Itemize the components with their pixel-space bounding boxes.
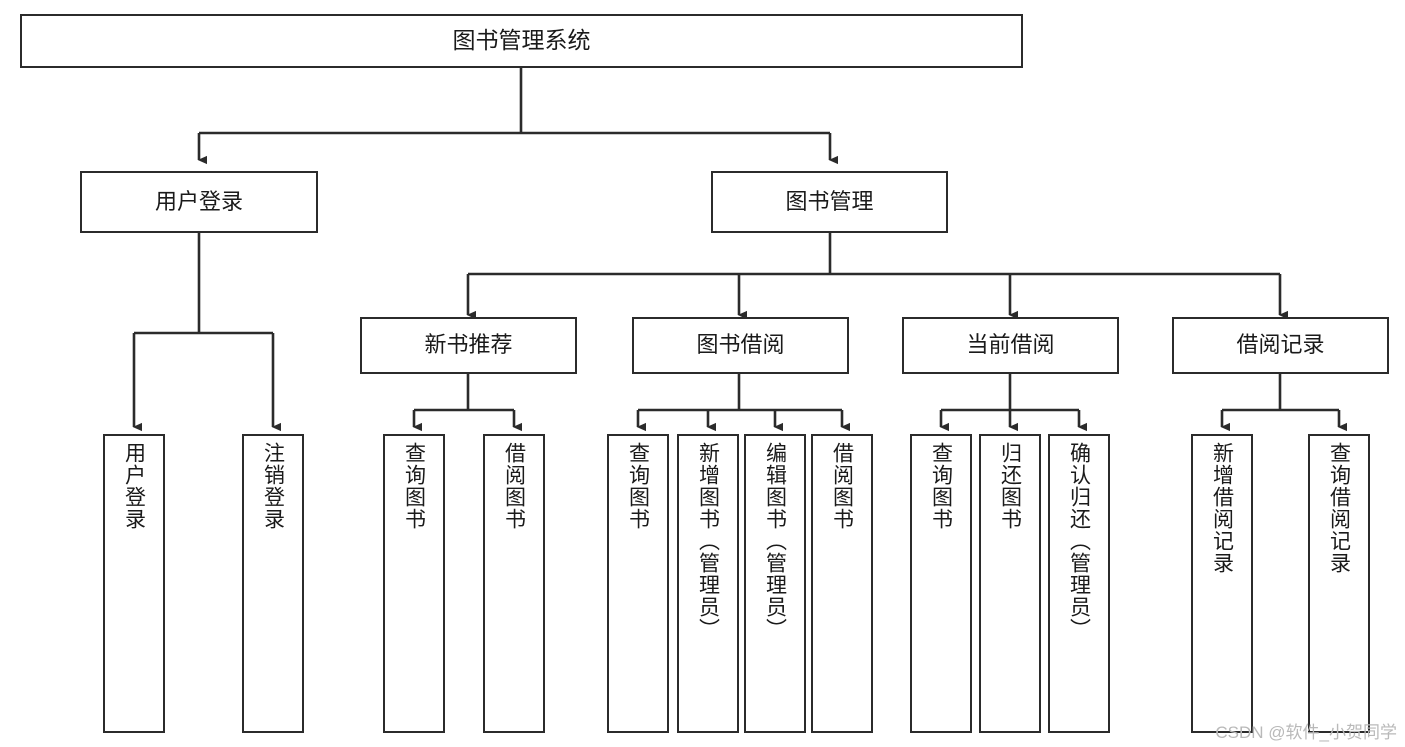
node-label-book-borrow: 图书借阅 <box>696 332 785 358</box>
node-leaf-user-login[interactable]: 用户登录 <box>103 434 165 733</box>
node-label-leaf-return-book: 归还图书 <box>998 442 1022 530</box>
node-label-leaf-add-record: 新增借阅记录 <box>1210 442 1234 574</box>
node-leaf-borrow-book-1[interactable]: 借阅图书 <box>483 434 545 733</box>
node-label-leaf-edit-book: 编辑图书（管理员） <box>763 442 787 640</box>
node-label-leaf-borrow-book-1: 借阅图书 <box>502 442 526 530</box>
node-leaf-query-record[interactable]: 查询借阅记录 <box>1308 434 1370 733</box>
node-leaf-add-record[interactable]: 新增借阅记录 <box>1191 434 1253 733</box>
node-label-leaf-user-login: 用户登录 <box>122 442 146 530</box>
node-label-leaf-add-book: 新增图书（管理员） <box>696 442 720 640</box>
node-leaf-add-book[interactable]: 新增图书（管理员） <box>677 434 739 733</box>
node-label-leaf-query-book-1: 查询图书 <box>402 442 426 530</box>
node-book-borrow[interactable]: 图书借阅 <box>632 317 849 374</box>
node-label-leaf-query-record: 查询借阅记录 <box>1327 442 1351 574</box>
node-label-leaf-logout: 注销登录 <box>261 442 285 530</box>
node-label-leaf-query-book-2: 查询图书 <box>626 442 650 530</box>
node-label-borrow-record: 借阅记录 <box>1236 332 1325 358</box>
node-leaf-query-book-2[interactable]: 查询图书 <box>607 434 669 733</box>
node-current-borrow[interactable]: 当前借阅 <box>902 317 1119 374</box>
node-label-leaf-borrow-book-2: 借阅图书 <box>830 442 854 530</box>
node-label-user-login: 用户登录 <box>154 188 243 214</box>
csdn-watermark: CSDN @软件_小贺同学 <box>1215 723 1397 742</box>
node-label-new-book-recommend: 新书推荐 <box>424 332 513 358</box>
node-new-book-recommend[interactable]: 新书推荐 <box>360 317 577 374</box>
node-label-leaf-confirm-return: 确认归还（管理员） <box>1067 442 1091 640</box>
node-leaf-return-book[interactable]: 归还图书 <box>979 434 1041 733</box>
node-leaf-query-book-1[interactable]: 查询图书 <box>383 434 445 733</box>
node-label-leaf-query-book-3: 查询图书 <box>929 442 953 530</box>
node-user-login[interactable]: 用户登录 <box>80 171 318 233</box>
node-leaf-borrow-book-2[interactable]: 借阅图书 <box>811 434 873 733</box>
node-label-root: 图书管理系统 <box>452 27 591 54</box>
node-leaf-query-book-3[interactable]: 查询图书 <box>910 434 972 733</box>
node-leaf-logout[interactable]: 注销登录 <box>242 434 304 733</box>
node-leaf-confirm-return[interactable]: 确认归还（管理员） <box>1048 434 1110 733</box>
node-book-management[interactable]: 图书管理 <box>711 171 948 233</box>
node-root-system[interactable]: 图书管理系统 <box>20 14 1023 68</box>
node-leaf-edit-book[interactable]: 编辑图书（管理员） <box>744 434 806 733</box>
node-label-book-management: 图书管理 <box>785 188 874 214</box>
node-borrow-record[interactable]: 借阅记录 <box>1172 317 1389 374</box>
node-label-current-borrow: 当前借阅 <box>966 332 1055 358</box>
